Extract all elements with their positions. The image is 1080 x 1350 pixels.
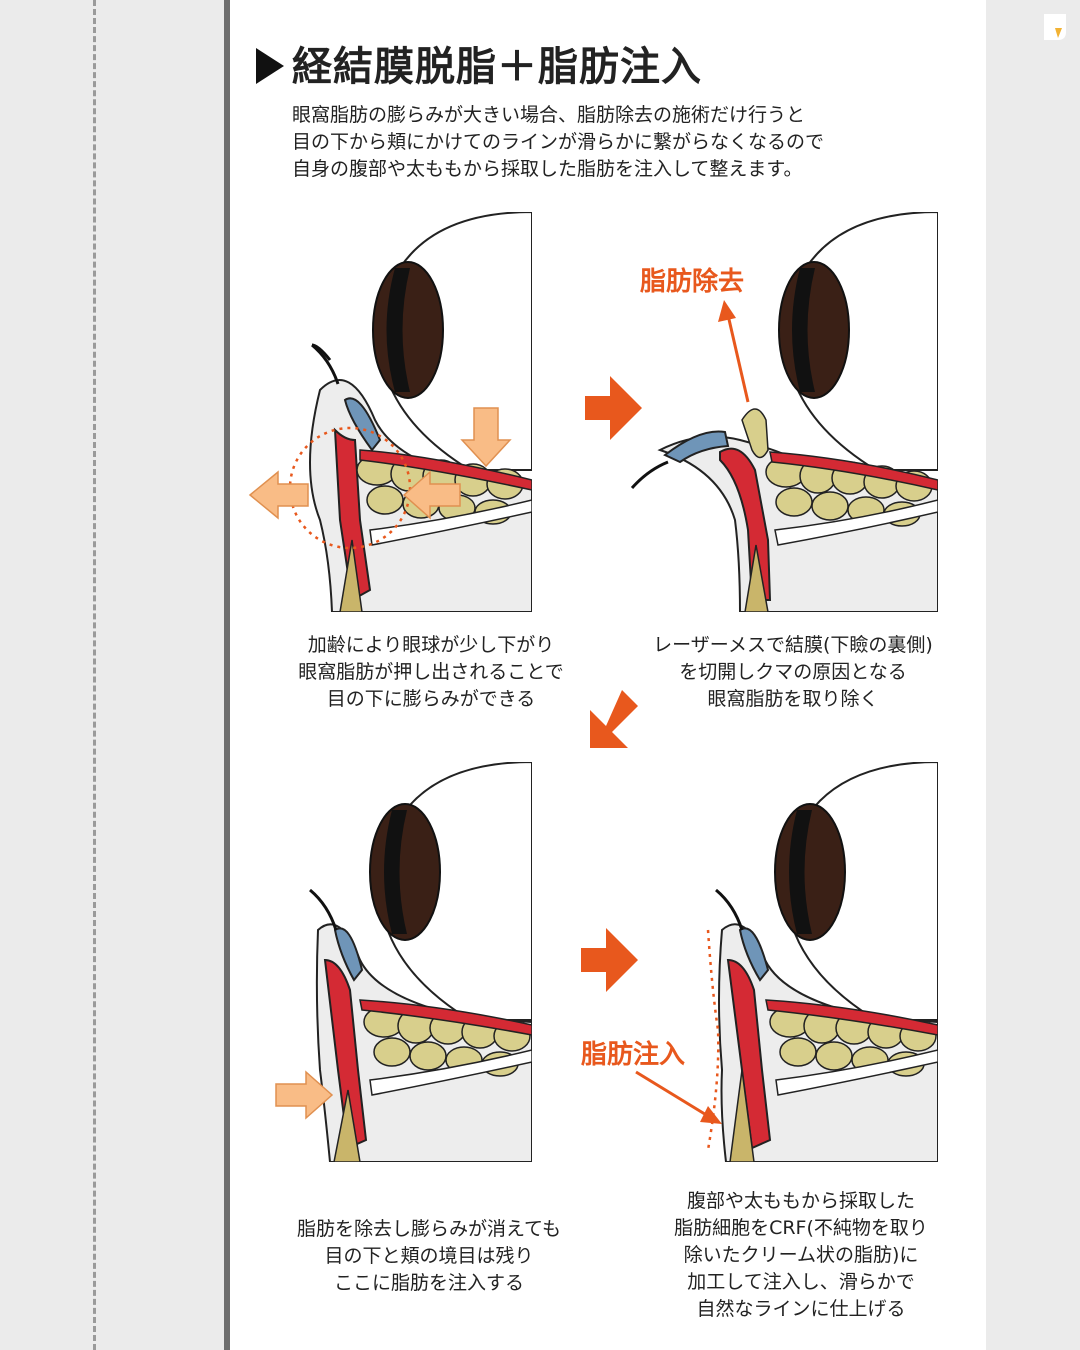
caption-line: ここに脂肪を注入する	[333, 1272, 524, 1294]
injection-line	[706, 929, 720, 1151]
caption-line: 眼窩脂肪が押し出されることで	[298, 661, 564, 683]
caption-line: を切開しクマの原因となる	[679, 661, 907, 683]
caption-line: 自然なラインに仕上げる	[696, 1298, 906, 1320]
play-triangle-icon	[256, 48, 284, 84]
left-dashed-border	[93, 0, 96, 1350]
left-arrow-icon	[402, 470, 461, 520]
diagram-after-removal	[275, 762, 532, 1162]
intro-line: 目の下から頬にかけてのラインが滑らかに繋がらなくなるので	[292, 131, 825, 153]
caption-line: 脂肪細胞をCRF(不純物を取り	[674, 1217, 928, 1239]
right-arrow-icon	[275, 1070, 334, 1120]
intro-line: 自身の腹部や太ももから採取した脂肪を注入して整えます。	[292, 158, 803, 180]
iris-icon	[372, 261, 444, 399]
iris-icon	[369, 803, 441, 941]
diagram-fat-injection	[635, 762, 938, 1162]
caption-line: レーザーメスで結膜(下瞼の裏側)	[653, 634, 933, 656]
next-arrow-icon	[585, 376, 642, 440]
caption-line: 加齢により眼球が少し下がり	[307, 634, 555, 656]
page-title: 経結膜脱脂＋脂肪注入	[256, 34, 702, 92]
diagram-fat-removal	[630, 212, 938, 612]
iris-icon	[774, 803, 846, 941]
caption-line: 眼窩脂肪を取り除く	[707, 688, 879, 710]
injection-arrow-icon	[700, 1106, 722, 1124]
left-arrow-icon	[248, 470, 309, 520]
intro-line: 眼窩脂肪の膨らみが大きい場合、脂肪除去の施術だけ行うと	[292, 104, 806, 126]
up-arrow-icon	[718, 300, 736, 322]
caption-line: 目の下と頬の境目は残り	[324, 1245, 534, 1267]
iris-icon	[778, 261, 850, 399]
bookmark-icon	[1044, 14, 1066, 40]
page-title-text: 経結膜脱脂＋脂肪注入	[292, 44, 702, 90]
caption-line: 加工して注入し、滑らかで	[687, 1271, 915, 1293]
down-arrow-icon	[460, 407, 512, 468]
step1-caption: 加齢により眼球が少し下がり 眼窩脂肪が押し出されることで 目の下に膨らみができる	[268, 632, 594, 713]
caption-line: 目の下に膨らみができる	[326, 688, 536, 710]
diagram-before	[248, 212, 532, 612]
caption-line: 除いたクリーム状の脂肪)に	[683, 1244, 919, 1266]
step2-caption: レーザーメスで結膜(下瞼の裏側) を切開しクマの原因となる 眼窩脂肪を取り除く	[628, 632, 958, 713]
fat-removal-label: 脂肪除去	[640, 267, 745, 297]
intro-text: 眼窩脂肪の膨らみが大きい場合、脂肪除去の施術だけ行うと 目の下から頬にかけてのラ…	[292, 102, 932, 183]
fat-injection-label: 脂肪注入	[581, 1040, 686, 1070]
caption-line: 腹部や太ももから採取した	[686, 1190, 915, 1212]
caption-line: 脂肪を除去し膨らみが消えても	[296, 1218, 562, 1240]
step4-caption: 腹部や太ももから採取した 脂肪細胞をCRF(不純物を取り 除いたクリーム状の脂肪…	[640, 1188, 962, 1323]
next-arrow-icon	[581, 928, 638, 992]
step3-caption: 脂肪を除去し膨らみが消えても 目の下と頬の境目は残り ここに脂肪を注入する	[266, 1216, 592, 1297]
down-left-arrow-icon	[590, 690, 638, 748]
fat-bulge-highlight	[288, 426, 412, 550]
